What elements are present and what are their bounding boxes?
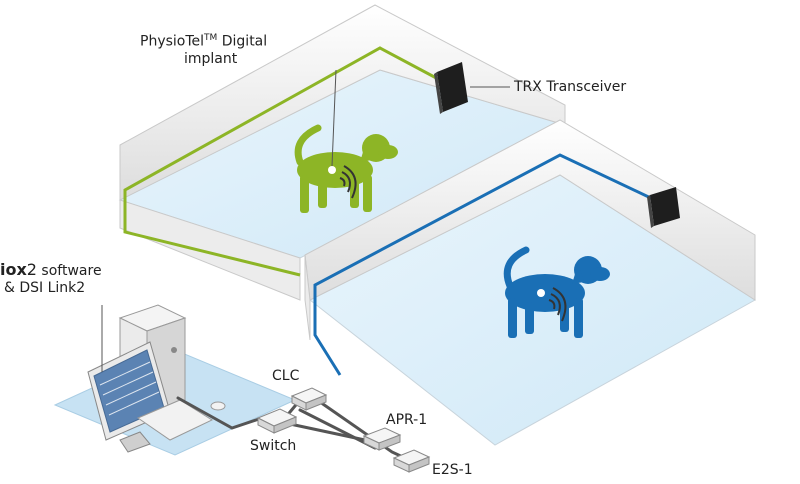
e2s-label: E2S-1 [432, 462, 473, 479]
green-implant-icon [328, 166, 336, 174]
room-2-front-wall [304, 254, 311, 341]
implant-tm: TM [204, 33, 218, 43]
software-label: iox2 software & DSI Link2 [0, 261, 102, 297]
implant-leader-line [331, 69, 337, 167]
implant-brand: PhysioTel [140, 33, 205, 50]
e2s-device-icon [392, 449, 431, 473]
software-brand-text: iox [0, 260, 27, 279]
room-2-cable [313, 153, 656, 376]
apr-device-icon [362, 427, 402, 451]
trx-label: TRX Transceiver [514, 79, 626, 96]
e2s-text: E2S-1 [432, 462, 473, 478]
software-brand-num: 2 [26, 260, 37, 279]
clc-label: CLC [272, 368, 299, 385]
trx-transceiver-2 [647, 187, 680, 228]
room-1-cable [123, 46, 441, 277]
switch-text: Switch [250, 438, 297, 454]
blue-implant-icon [537, 289, 545, 297]
switch-device-icon [256, 408, 298, 434]
keyboard-icon [136, 399, 214, 441]
blue-signal-icon [548, 287, 567, 322]
trx-transceiver-1 [434, 62, 468, 114]
room-1-front-wall [119, 199, 301, 301]
implant-line2: implant [184, 50, 238, 67]
apr-label: APR-1 [386, 412, 427, 429]
green-signal-icon [339, 165, 357, 199]
implant-label: PhysioTelTM Digital implant [140, 30, 267, 68]
apr-text: APR-1 [386, 412, 428, 428]
mouse-icon [210, 401, 226, 411]
clc-text: CLC [272, 368, 300, 384]
switch-label: Switch [250, 438, 296, 455]
trx-text: TRX Transceiver [514, 79, 627, 95]
software-line2: & DSI Link2 [4, 280, 86, 296]
clc-device-icon [290, 387, 328, 411]
implant-rest: Digital [217, 33, 268, 50]
software-rest: software [36, 263, 102, 279]
software-brand: iox2 [0, 260, 37, 279]
